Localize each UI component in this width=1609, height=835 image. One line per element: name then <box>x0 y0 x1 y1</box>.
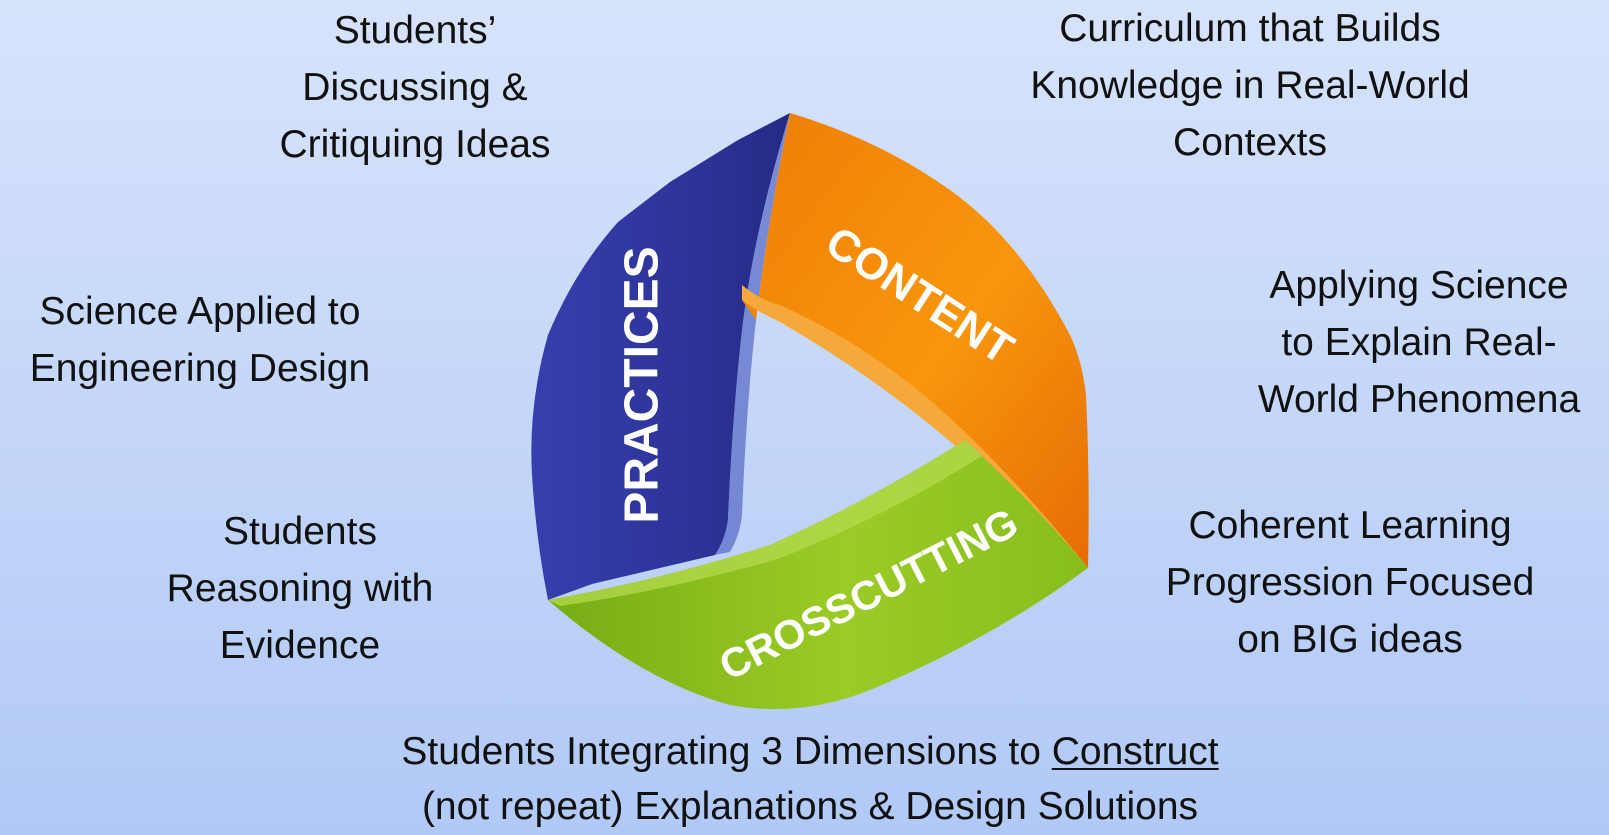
integrating-line2: (not repeat) Explanations & Design Solut… <box>421 785 1199 828</box>
label-explain-phenomena: Applying Science to Explain Real- World … <box>1257 264 1581 421</box>
construct-underlined: Construct <box>1051 730 1219 773</box>
label-learning-progression: Coherent Learning Progression Focused on… <box>1165 504 1535 661</box>
label-engineering-design: Science Applied to Engineering Design <box>29 290 371 390</box>
practices-inner-edge <box>715 113 790 555</box>
label-integrating-dimensions: Students Integrating 3 Dimensions to Con… <box>300 724 1320 834</box>
integrating-prefix: Students Integrating 3 Dimensions to <box>401 730 1052 773</box>
label-curriculum-knowledge: Curriculum that Builds Knowledge in Real… <box>1030 7 1470 164</box>
practices-label: PRACTICES <box>616 246 669 523</box>
content-arm <box>742 113 1089 568</box>
content-fold <box>742 285 1088 568</box>
crosscutting-top-edge <box>548 440 982 606</box>
practices-arm <box>531 113 790 600</box>
label-reasoning-evidence: Students Reasoning with Evidence <box>166 510 434 667</box>
crosscutting-arm <box>548 440 1088 710</box>
label-discussing-critiquing: Students’ Discussing & Critiquing Ideas <box>279 9 551 166</box>
